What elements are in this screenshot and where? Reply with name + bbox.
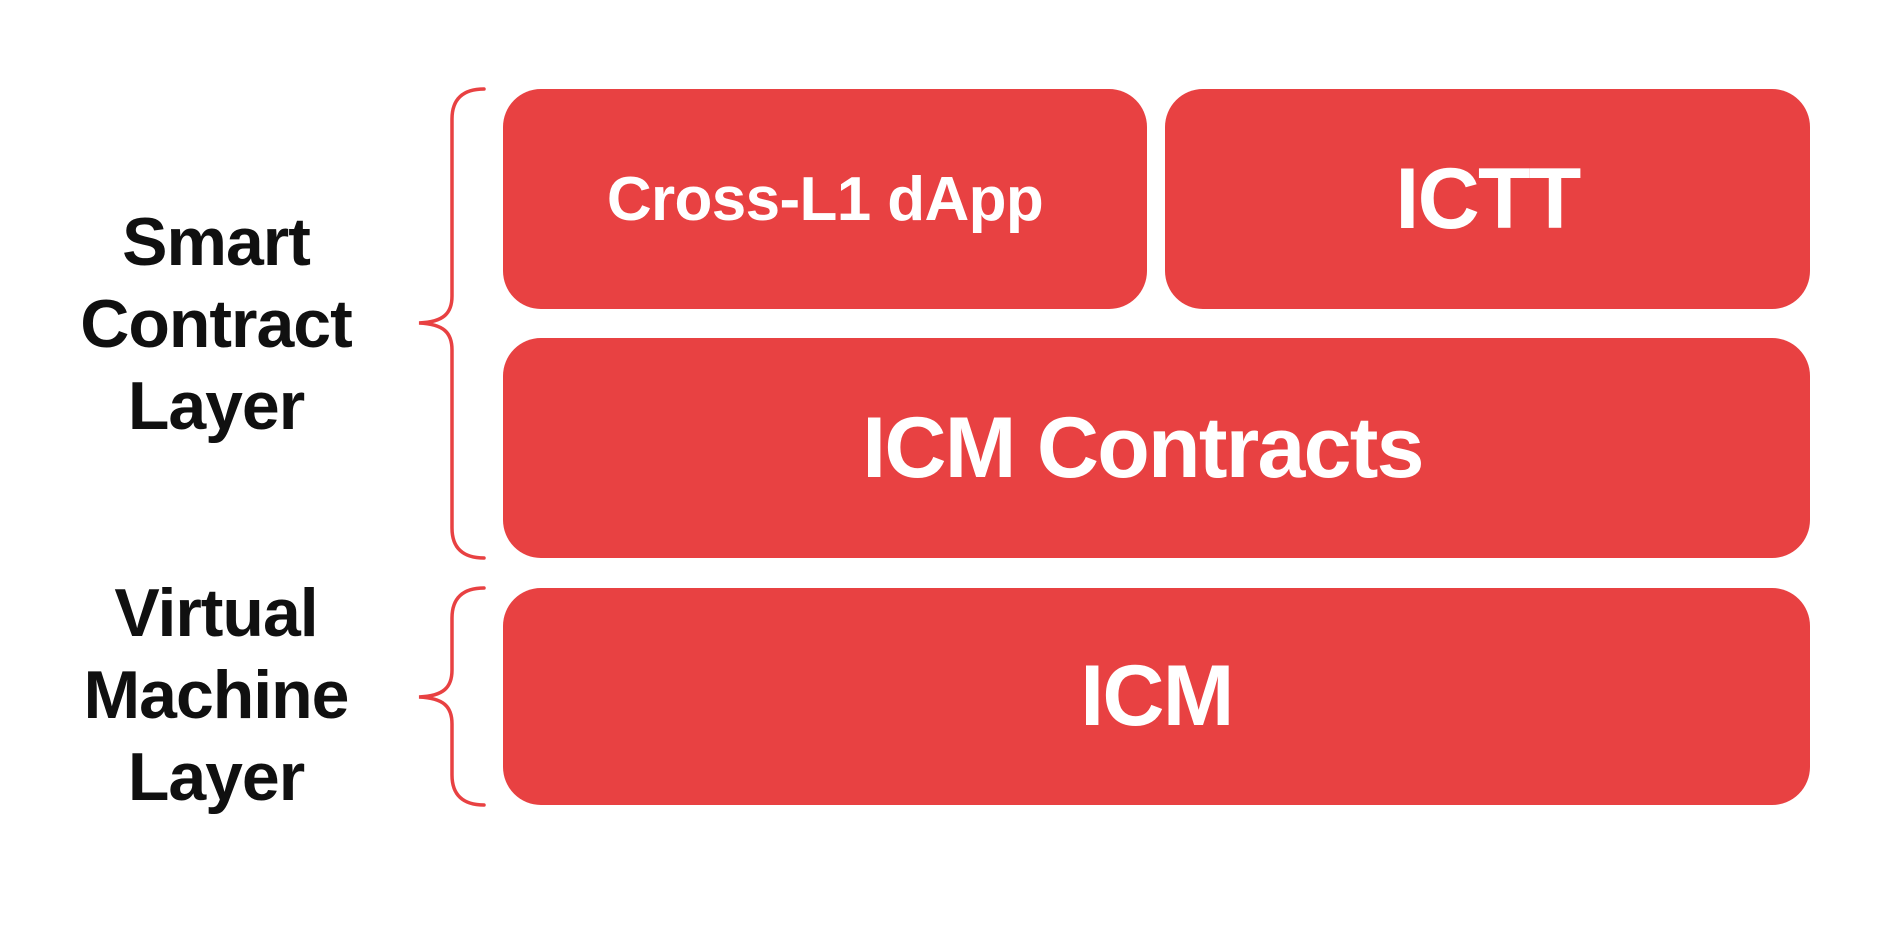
label-line: Virtual <box>114 575 318 651</box>
ictt-label: ICTT <box>1395 150 1581 247</box>
icm-contracts-label: ICM Contracts <box>862 399 1424 496</box>
label-line: Smart <box>122 204 311 280</box>
label-line: Layer <box>127 368 305 444</box>
smart-contract-brace <box>418 87 486 560</box>
label-line: Machine <box>83 657 350 733</box>
cross-l1-dapp-box: Cross-L1 dApp <box>503 89 1147 309</box>
label-line: Contract <box>80 286 352 362</box>
label-line: Layer <box>127 739 305 815</box>
icm-label: ICM <box>1080 648 1234 744</box>
icm-box: ICM <box>503 588 1810 805</box>
cross-l1-dapp-label: Cross-L1 dApp <box>606 164 1044 234</box>
icm-contracts-box: ICM Contracts <box>503 338 1810 558</box>
virtual-machine-layer-label: Virtual Machine Layer <box>6 572 426 818</box>
virtual-machine-brace <box>418 586 486 807</box>
ictt-box: ICTT <box>1165 89 1810 309</box>
smart-contract-layer-label: Smart Contract Layer <box>6 201 426 447</box>
